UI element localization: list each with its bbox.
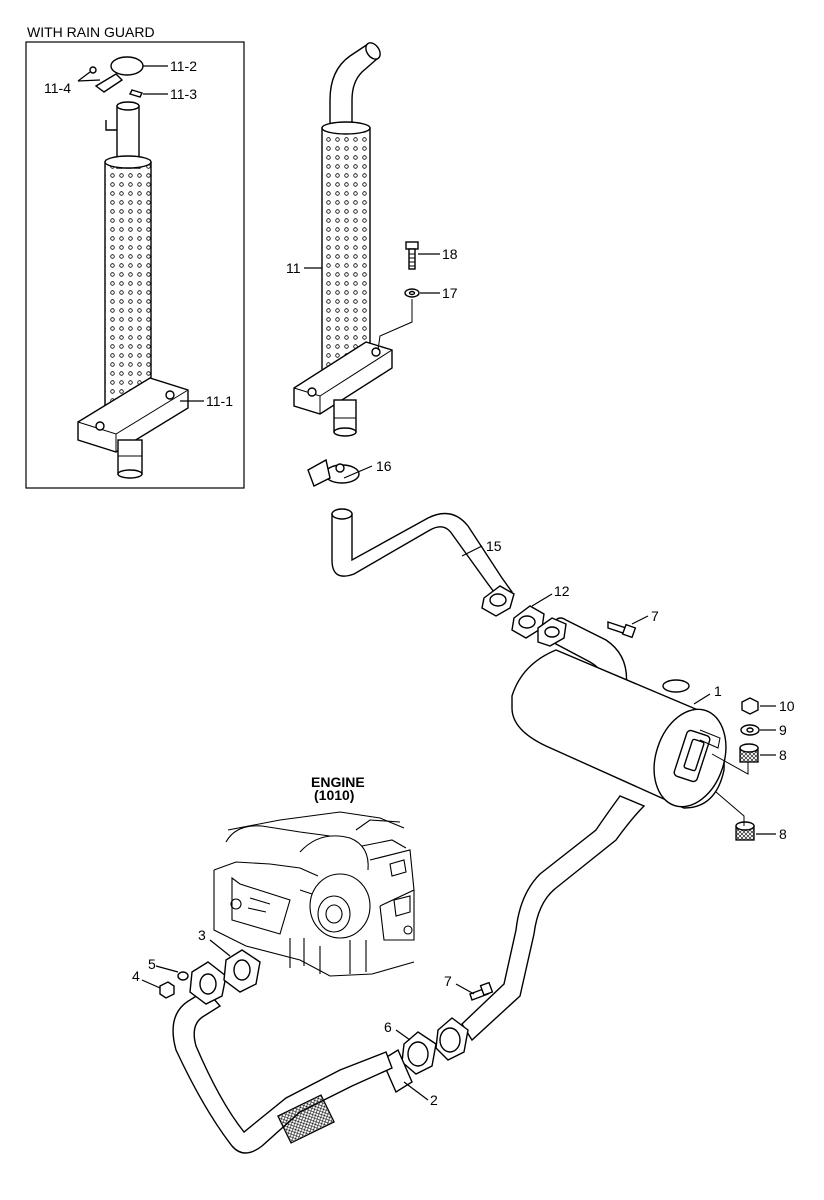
callout-18: 18 [442, 246, 458, 262]
callout-1: 1 [714, 683, 722, 699]
inset-title: WITH RAIN GUARD [27, 24, 155, 40]
screw-11-3-part [129, 89, 143, 98]
callout-11-2: 11-2 [170, 58, 197, 74]
callout-9: 9 [779, 722, 787, 738]
exhaust-stack-part [293, 42, 393, 437]
screw-11-4-part [89, 66, 97, 74]
hinge-bracket-part [94, 73, 124, 93]
bolt-part-7-lower [469, 981, 494, 1001]
callout-12: 12 [554, 583, 570, 599]
callout-8-lower: 8 [779, 826, 787, 842]
callout-11-4: 11-4 [44, 80, 71, 96]
callout-15: 15 [486, 538, 502, 554]
callout-8-upper: 8 [779, 747, 787, 763]
engine-label-line1: ENGINE [311, 774, 365, 790]
cushion-part-8b [735, 821, 755, 841]
engine-illustration [213, 811, 415, 977]
callout-11-1: 11-1 [206, 393, 233, 409]
washer-part-5 [177, 971, 189, 981]
engine-label-line2: (1010) [314, 787, 354, 803]
cushion-part-8a [739, 743, 759, 763]
callout-3: 3 [198, 927, 206, 943]
callout-5: 5 [148, 956, 156, 972]
callout-17: 17 [442, 285, 458, 301]
callout-16: 16 [376, 458, 392, 474]
rain-guard-inset: WITH RAIN GUARD 11-2 11-4 11-3 [25, 24, 245, 489]
gasket-part-3 [223, 949, 261, 993]
gasket-part-12 [511, 605, 545, 639]
bolt-part-18 [405, 241, 419, 270]
callout-7-upper: 7 [651, 608, 659, 624]
clamp-part-16 [307, 458, 360, 487]
rain-cap-part [110, 56, 144, 76]
nut-part-4 [159, 981, 175, 999]
pipe-part-15 [331, 508, 515, 617]
perforated-tube-inset [104, 161, 152, 413]
callout-6: 6 [384, 1019, 392, 1035]
callout-11-3: 11-3 [170, 86, 197, 102]
callout-11: 11 [286, 260, 301, 276]
flange-plate-inset [77, 377, 189, 453]
front-pipe-part-2 [172, 961, 413, 1154]
callout-2: 2 [430, 1092, 438, 1108]
bolt-part-7-upper [607, 621, 637, 639]
flange-gasket-part-6 [401, 1017, 469, 1075]
callout-7-lower: 7 [444, 973, 452, 989]
tail-pipe-part [461, 795, 646, 1042]
muffler-part-1 [511, 617, 727, 809]
callout-4: 4 [132, 968, 140, 984]
nut-part-10 [741, 697, 759, 715]
callout-10: 10 [779, 698, 795, 714]
clamp-tab [105, 120, 119, 131]
